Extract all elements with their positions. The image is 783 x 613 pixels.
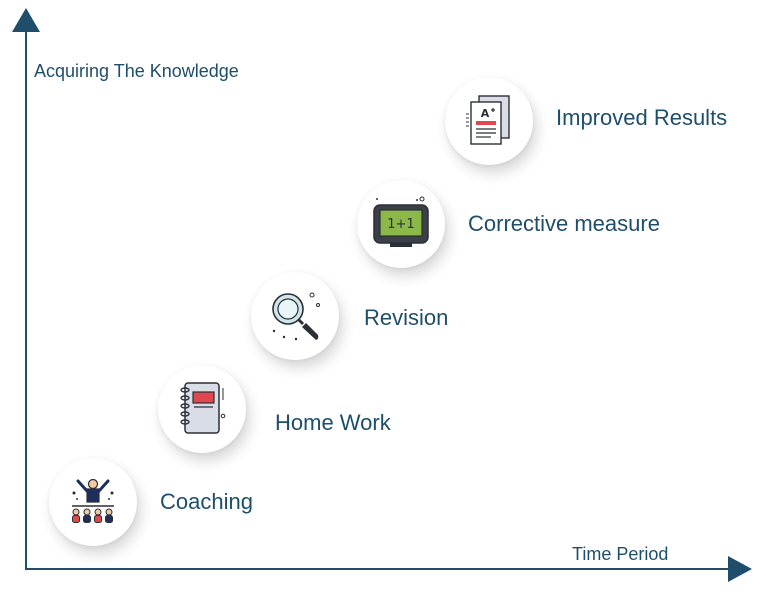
x-axis-line [25,568,733,570]
step-results-label: Improved Results [556,105,728,130]
graded-paper-icon: A [466,95,510,145]
step-revision-circle [251,272,339,360]
notebook-icon [180,382,226,434]
step-revision-label: Revision [364,305,449,330]
x-axis-arrow-icon [728,556,752,582]
magnifier-icon [272,292,320,341]
coach-audience-icon [72,478,114,523]
board-text: 1+1 [387,217,414,232]
step-corrective-circle: 1+1 [357,180,445,268]
chalkboard-icon: 1+1 [373,196,429,247]
x-axis-label: Time Period [572,544,669,564]
step-coaching-circle [49,458,137,546]
y-axis-line [25,30,27,570]
step-homework-label: Home Work [275,410,391,435]
grade-text: A [481,107,490,120]
step-homework-circle [158,365,246,453]
step-results-circle: A [445,77,533,165]
y-axis-arrow-icon [12,8,40,32]
step-corrective-label: Corrective measure [468,211,660,236]
step-coaching-label: Coaching [160,489,253,514]
y-axis-label: Acquiring The Knowledge [34,61,239,81]
